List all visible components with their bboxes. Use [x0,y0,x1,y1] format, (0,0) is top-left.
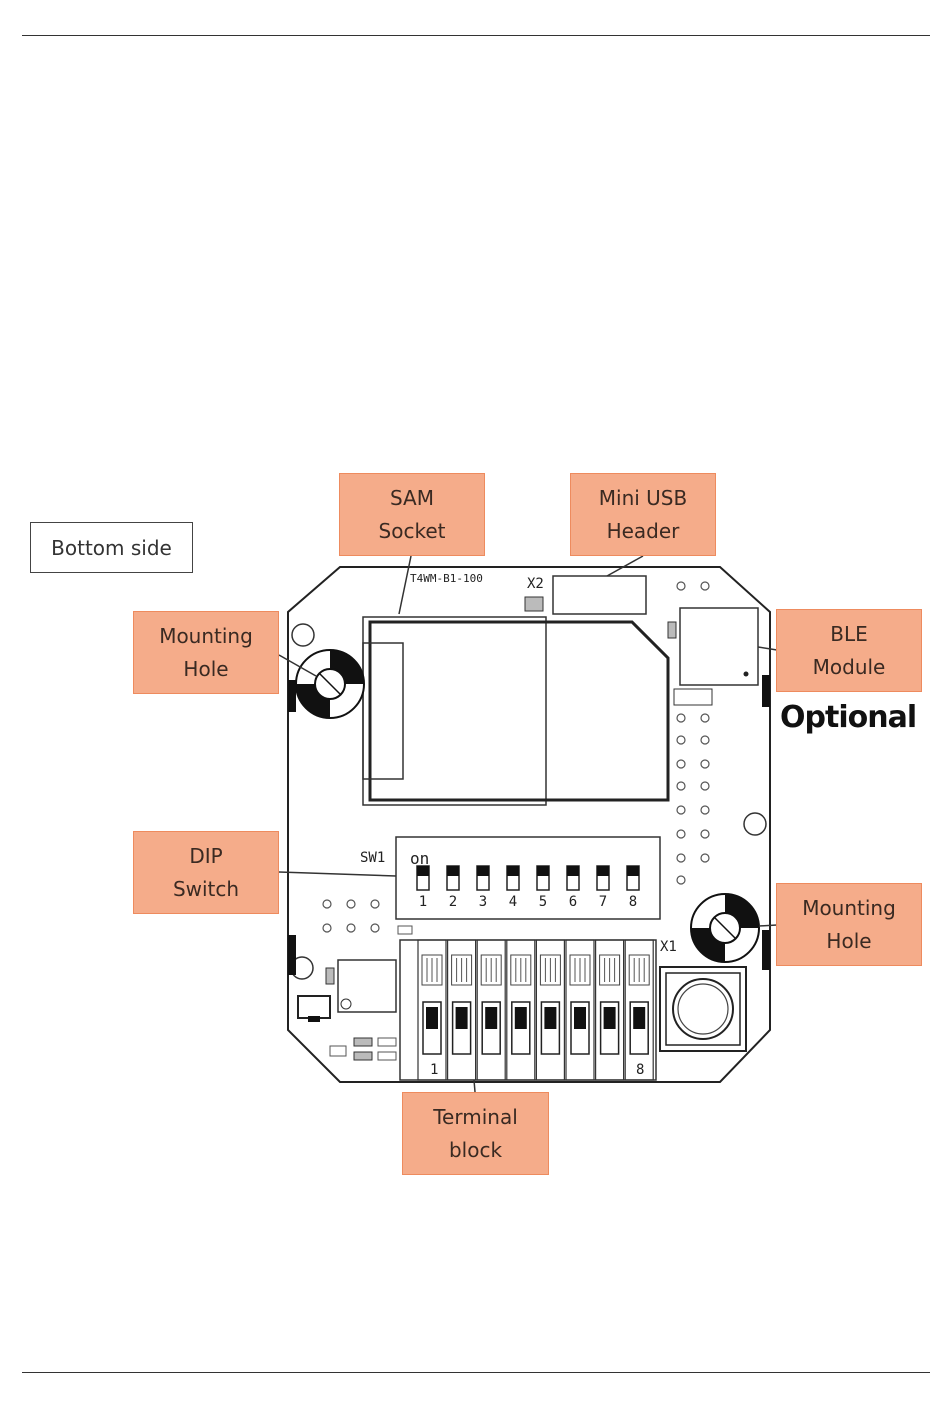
sw1-label: SW1 [360,850,385,866]
terminal-clamp [426,1007,438,1029]
dip-number: 1 [419,894,427,910]
dip-number: 5 [539,894,547,910]
x2-marker [525,597,543,611]
terminal-last-label: 8 [636,1062,644,1078]
terminal-clamp [604,1007,616,1029]
dip-key-actuator [567,866,579,876]
terminal-clamp [633,1007,645,1029]
terminal-clamp [515,1007,527,1029]
callout-mounting-hole-right: Mounting Hole [776,883,922,966]
dip-number: 3 [479,894,487,910]
dip-key-actuator [537,866,549,876]
dip-key-actuator [447,866,459,876]
dip-key-actuator [597,866,609,876]
dip-number: 7 [599,894,607,910]
dip-key-actuator [627,866,639,876]
optional-note: Optional [780,700,916,735]
mounting-hole-right [691,894,759,962]
dip-key-actuator [477,866,489,876]
callout-ble-module: BLE Module [776,609,922,692]
dip-number: 4 [509,894,517,910]
terminal-clamp [485,1007,497,1029]
terminal-first-label: 1 [430,1062,438,1078]
x2-label: X2 [527,576,544,592]
callout-mounting-hole-left: Mounting Hole [133,611,279,694]
mounting-hole-left [296,650,364,718]
x1-label: X1 [660,939,677,955]
terminal-clamp [456,1007,468,1029]
terminal-clamp [544,1007,556,1029]
callout-dip-switch: DIP Switch [133,831,279,914]
callout-terminal-block: Terminal block [402,1092,549,1175]
dip-number: 2 [449,894,457,910]
dip-number: 6 [569,894,577,910]
terminal-clamp [574,1007,586,1029]
on-label: on [410,849,429,868]
dip-number: 8 [629,894,637,910]
callout-mini-usb-header: Mini USB Header [570,473,716,556]
dip-key-actuator [507,866,519,876]
part-number: T4WM-B1-100 [410,572,483,585]
callout-sam-socket: SAM Socket [339,473,485,556]
